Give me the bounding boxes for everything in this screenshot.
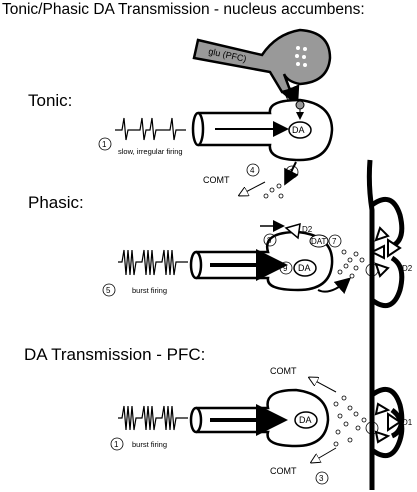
num-4: 4 [250, 166, 255, 175]
postsynaptic-membrane-nac: D2 [366, 159, 413, 350]
num-8: 8 [267, 236, 272, 245]
da-label-phasic: DA [298, 263, 311, 273]
num-3: 3 [289, 168, 294, 177]
glu-pfc-terminal: glu (PFC) [192, 28, 332, 107]
slow-firing-trace [115, 117, 186, 141]
comt-label-2: COMT [270, 366, 297, 376]
dat-label: DAT [311, 237, 327, 246]
d2-post-label: D2 [402, 264, 413, 273]
section-tonic: Tonic: [28, 91, 72, 110]
num-9: 9 [283, 264, 288, 273]
pfc-axon: DA [189, 388, 330, 448]
section-phasic: Phasic: [28, 193, 84, 212]
burst-firing-label-pfc: burst firing [132, 440, 167, 449]
diagram-title: Tonic/Phasic DA Transmission - nucleus a… [2, 1, 365, 18]
num-1-tonic: 1 [102, 140, 107, 149]
phasic-axon: DA D2 DAT 7 8 9 [189, 220, 351, 294]
burst-firing-label-phasic: burst firing [132, 286, 167, 295]
comt-label-3: COMT [270, 466, 297, 476]
num-7: 7 [332, 237, 337, 246]
burst-firing-trace-pfc [118, 405, 188, 431]
d2-auto-label: D2 [302, 225, 313, 234]
section-pfc: DA Transmission - PFC: [24, 345, 205, 364]
num-5: 5 [106, 286, 111, 295]
d1-label: D1 [402, 418, 413, 427]
da-label-tonic: DA [292, 125, 305, 135]
num-3-pfc: 3 [319, 474, 324, 483]
tonic-axon: DA [191, 98, 334, 162]
burst-firing-trace-phasic [118, 249, 188, 276]
num-1-pfc: 1 [114, 440, 119, 449]
comt-label-1: COMT [203, 175, 230, 185]
da-label-pfc: DA [299, 415, 312, 425]
num-2-tonic: 2 [287, 91, 292, 100]
slow-firing-label: slow, irregular firing [118, 147, 183, 156]
postsynaptic-membrane-pfc: D1 [369, 350, 413, 490]
